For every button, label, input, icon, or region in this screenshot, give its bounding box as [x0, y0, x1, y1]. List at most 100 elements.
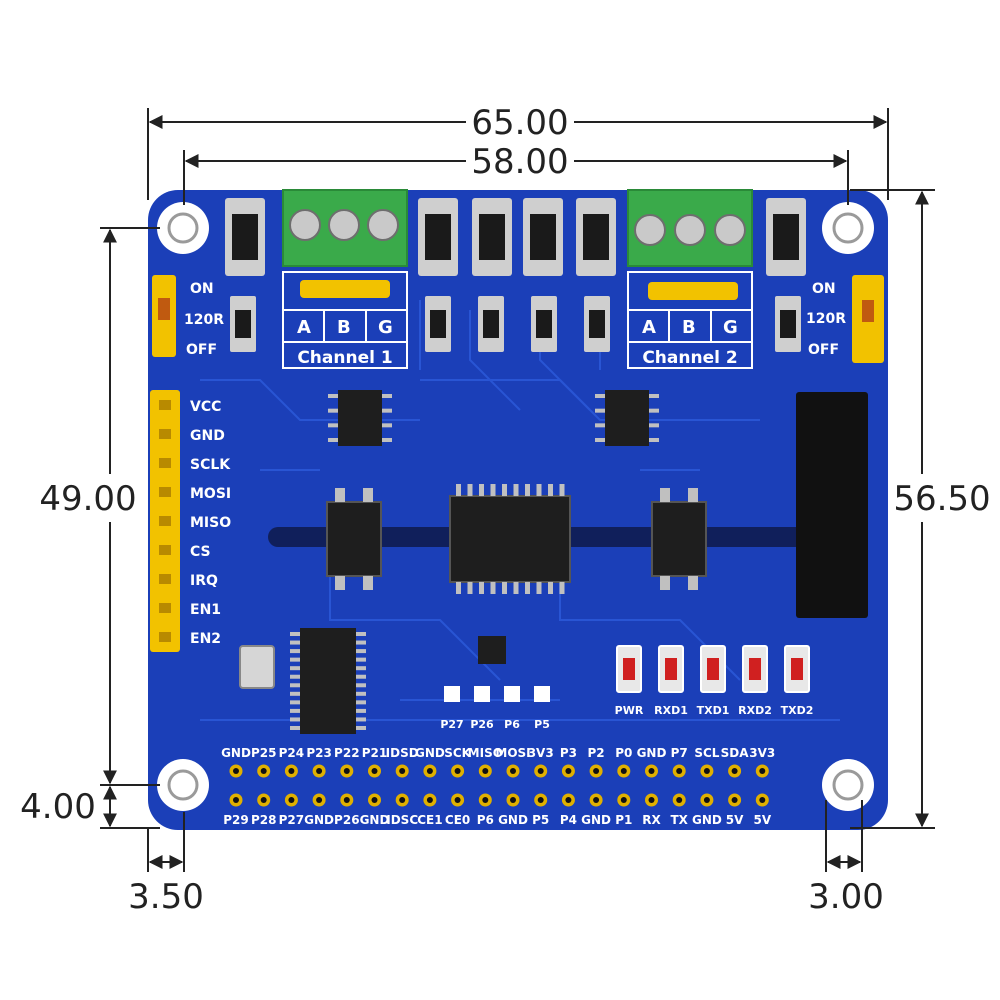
chip-lead — [328, 394, 338, 398]
dim-hole-offset-bottom: 4.00 — [20, 787, 96, 827]
jumper-left-on-label: ON — [190, 281, 214, 297]
chip-lead — [356, 726, 366, 730]
gpio-bottom-label: TX — [670, 813, 688, 827]
gpio-top-label: MOSI — [495, 746, 530, 760]
chip-lead — [290, 717, 300, 722]
chip-leads — [290, 394, 698, 730]
chip-lead — [559, 484, 565, 496]
gpio-pin-hole — [565, 768, 572, 774]
gpio-bottom-label: P5 — [532, 813, 549, 827]
screw-icon[interactable] — [367, 209, 399, 241]
chip-lead — [363, 576, 373, 590]
led-label-txd2: TXD2 — [781, 704, 814, 717]
gpio-pin-hole — [482, 797, 489, 803]
gpio-bottom-label: GND — [304, 813, 334, 827]
gpio-header-holes[interactable] — [229, 764, 769, 807]
chip-lead — [479, 484, 484, 496]
chip-lead — [595, 394, 605, 398]
screw-icon[interactable] — [289, 209, 321, 241]
terminal-block-1[interactable] — [282, 189, 408, 267]
gpio-top-label: P22 — [334, 746, 360, 760]
gpio-pin-hole — [731, 797, 738, 803]
spi-label-cs: CS — [190, 544, 211, 560]
gpio-bottom-label: P27 — [279, 813, 305, 827]
chip-lead — [490, 484, 496, 496]
small-pads — [444, 686, 550, 702]
chip-lead — [595, 408, 605, 413]
chip-lead — [328, 408, 338, 413]
chip-lead — [595, 423, 605, 428]
screw-icon[interactable] — [674, 214, 706, 246]
gpio-top-label: P25 — [251, 746, 277, 760]
chip-lead — [649, 394, 659, 398]
chip-lead — [490, 582, 496, 594]
isolator-chip-2 — [651, 501, 707, 577]
gpio-top-label: SDA — [721, 746, 750, 760]
gpio-pin-hole — [288, 768, 295, 774]
gpio-bottom-label: 5V — [726, 813, 744, 827]
status-leds — [616, 645, 810, 693]
gpio-top-label: P23 — [306, 746, 332, 760]
crystal-oscillator — [239, 645, 275, 689]
jumper-right-120r-label: 120R — [806, 311, 846, 327]
jumper-right-on-label: ON — [812, 281, 836, 297]
chip-lead — [290, 708, 300, 713]
terminal-2-pin-g: G — [723, 317, 738, 338]
chip-lead — [328, 423, 338, 428]
gpio-top-label: IDSD — [386, 746, 419, 760]
gpio-bottom-label: GND — [360, 813, 390, 827]
screw-icon[interactable] — [634, 214, 666, 246]
gpio-pin-hole — [316, 768, 323, 774]
isolator-chip-1 — [326, 501, 382, 577]
smd-resistors — [230, 296, 801, 352]
chip-lead — [649, 408, 659, 413]
gpio-top-label: P3 — [560, 746, 577, 760]
level-shifter-chip — [300, 628, 356, 734]
screw-icon[interactable] — [714, 214, 746, 246]
gpio-bottom-label: P28 — [251, 813, 277, 827]
gpio-pin-hole — [759, 768, 766, 774]
gpio-pin-hole — [233, 768, 239, 774]
spi-pin — [159, 574, 171, 584]
gpio-pin-hole — [371, 797, 378, 803]
screw-icon[interactable] — [328, 209, 360, 241]
gpio-top-label: 3V3 — [749, 746, 775, 760]
terminal-block-2[interactable] — [627, 189, 753, 267]
spi-label-en1: EN1 — [190, 602, 221, 618]
gpio-pin-hole — [343, 797, 350, 803]
chip-lead — [467, 484, 473, 496]
dim-total-width: 65.00 — [471, 103, 568, 143]
chip-lead — [513, 582, 519, 594]
chip-lead — [335, 576, 345, 590]
dim-hole-offset-right: 3.00 — [808, 877, 884, 917]
led-label-txd1: TXD1 — [697, 704, 730, 717]
gpio-top-label: GND — [637, 746, 667, 760]
chip-lead — [502, 484, 507, 496]
gpio-pin-hole — [648, 797, 655, 803]
jumper-right[interactable] — [852, 275, 884, 363]
spi-label-gnd: GND — [190, 428, 225, 444]
gpio-pin-hole — [510, 768, 516, 774]
spi-label-en2: EN2 — [190, 631, 221, 647]
chip-lead — [335, 488, 345, 502]
led-label-rxd2: RXD2 — [738, 704, 772, 717]
jumper-left[interactable] — [152, 275, 176, 357]
chip-lead — [290, 691, 300, 696]
chip-lead — [290, 640, 300, 645]
chip-lead — [356, 666, 366, 671]
gpio-bottom-label: GND — [581, 813, 611, 827]
chip-lead — [356, 691, 366, 696]
terminal-1-pin-g: G — [378, 317, 393, 338]
gpio-pin-hole — [288, 797, 295, 803]
gpio-top-label: MISO — [468, 746, 503, 760]
gpio-pin-hole — [426, 768, 433, 774]
spi-pin — [159, 458, 171, 468]
chip-lead — [660, 488, 670, 502]
chip-lead — [456, 582, 461, 594]
gpio-pin-hole — [537, 768, 544, 774]
gpio-pin-hole — [537, 797, 544, 803]
chip-lead — [356, 708, 366, 713]
